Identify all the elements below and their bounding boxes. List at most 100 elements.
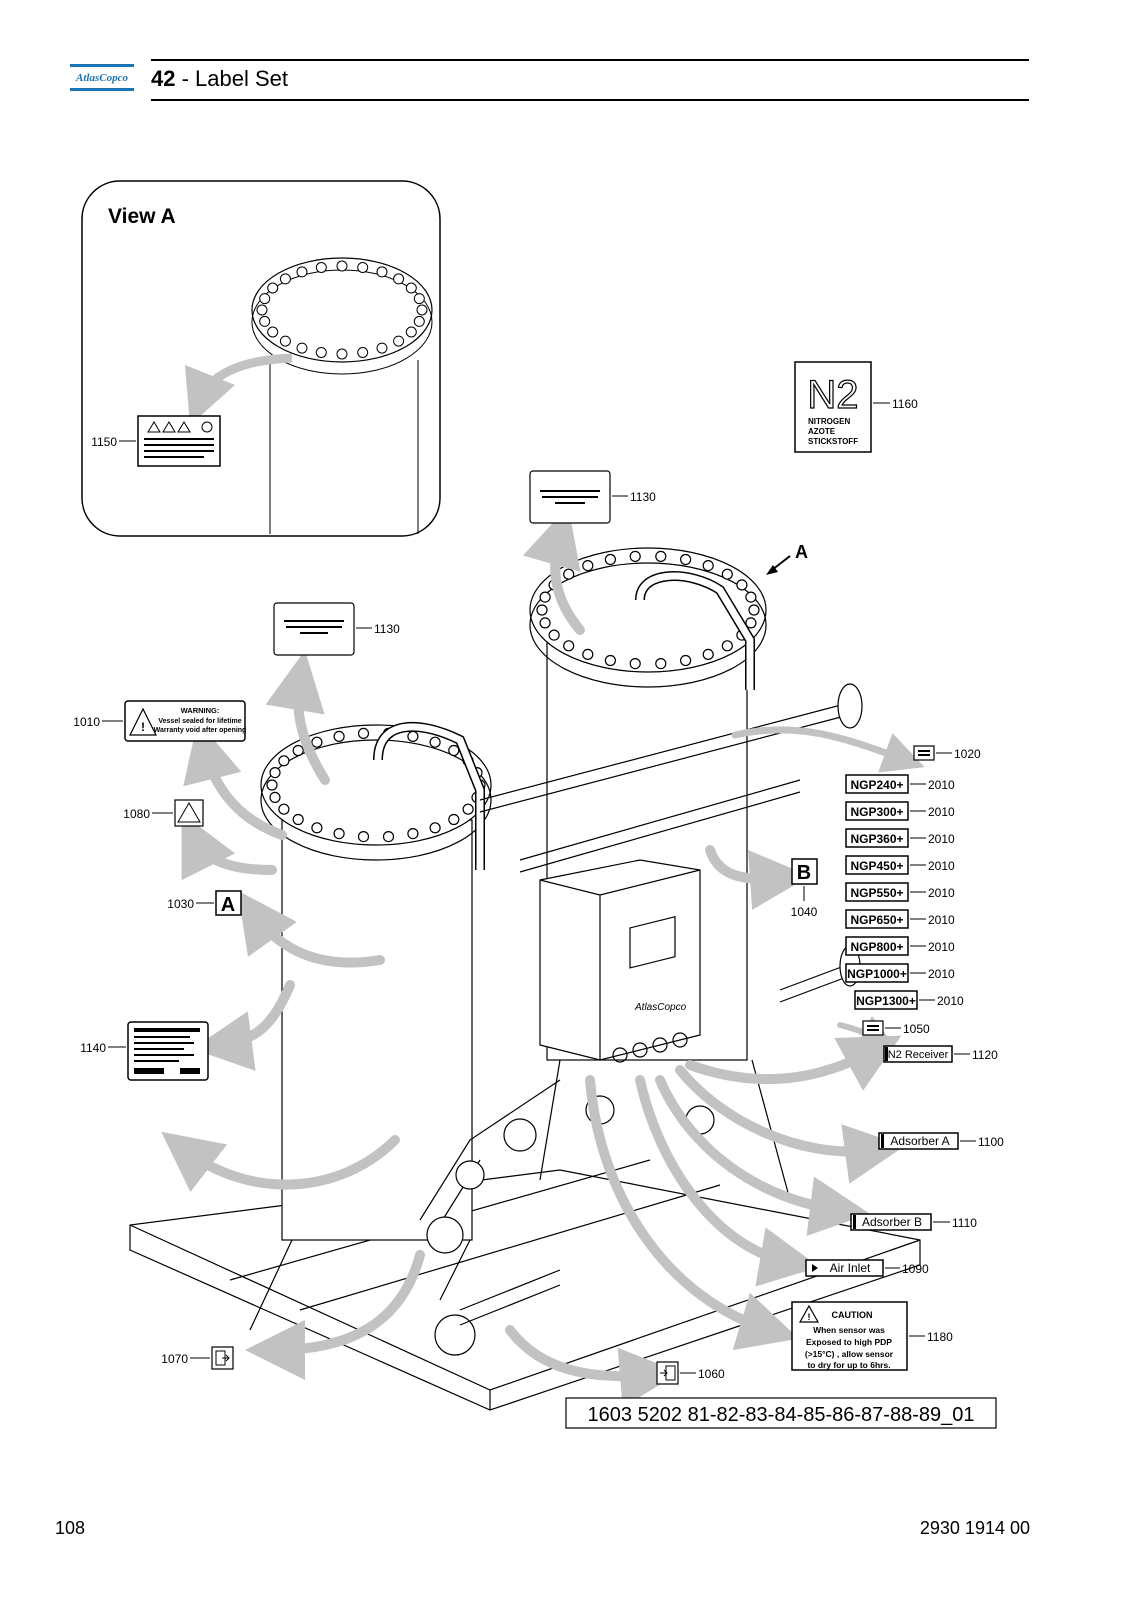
header-rule-bottom: [151, 99, 1029, 101]
callout-1090: 1090: [902, 1262, 929, 1276]
flange-bolt: [629, 657, 641, 670]
flange-bolt: [655, 550, 667, 563]
atlas-copco-logo: AtlasCopco: [70, 64, 134, 94]
model-label-box: [845, 828, 909, 848]
callout-2010: 2010: [928, 778, 955, 792]
flange-bolt: [259, 315, 271, 327]
flange-bolt: [376, 266, 388, 278]
model-label-text: NGP240+: [850, 778, 903, 792]
callout-2010: 2010: [928, 940, 955, 954]
air-inlet-text: Air Inlet: [830, 1261, 871, 1275]
flange-bolt: [736, 579, 748, 591]
flange-bolt: [679, 654, 692, 667]
callout-2010: 2010: [928, 859, 955, 873]
adsorber-b-text: Adsorber B: [862, 1215, 922, 1229]
flange-bolt: [333, 730, 345, 743]
label-1080-hazard: 1080: [123, 799, 204, 827]
page-number: 108: [55, 1518, 86, 1538]
model-label-box: [845, 801, 909, 821]
flange-bolt: [267, 326, 279, 338]
view-direction-arrow: A: [766, 542, 808, 575]
flange-bolt: [269, 791, 281, 804]
flange-bolt: [296, 342, 308, 354]
flange-bolt: [256, 304, 268, 316]
flange-bolt: [376, 342, 388, 354]
warning-title: WARNING:: [181, 706, 220, 715]
view-arrow-label: A: [795, 542, 808, 562]
callout-1050: 1050: [903, 1022, 930, 1036]
logo-band-bottom: [70, 88, 134, 91]
adsorber-a-text: Adsorber A: [890, 1134, 949, 1148]
flange-bolt: [382, 830, 395, 843]
flange-bolt: [278, 755, 290, 767]
flange-bolt: [336, 348, 348, 360]
flange-bolt: [702, 559, 714, 572]
flange-bolt: [405, 326, 417, 338]
flange-bolt: [357, 347, 369, 358]
flange-bolt: [405, 282, 417, 294]
label-1110-adsorber-b: Adsorber B 1110: [850, 1213, 977, 1231]
model-label-box: [845, 963, 909, 983]
model-label-text: NGP300+: [850, 805, 903, 819]
flange-bolt: [745, 591, 757, 603]
logo-band-top: [70, 64, 134, 67]
page-title: 42 - Label Set: [151, 66, 288, 92]
flange-bolt: [278, 803, 290, 815]
flange-bolt: [267, 282, 279, 294]
flange-bolt: [296, 266, 308, 278]
callout-1080: 1080: [123, 807, 150, 821]
flange-bolt: [721, 568, 733, 580]
svg-text:!: !: [808, 1312, 811, 1322]
flange-bolt: [311, 736, 323, 748]
caution-line-2: Exposed to high PDP: [806, 1337, 892, 1347]
section-number: 42: [151, 66, 176, 91]
flange-bolt: [413, 315, 425, 327]
title-separator: -: [175, 66, 196, 91]
label-1020: 1020: [913, 745, 981, 761]
header-rule-top: [151, 59, 1029, 61]
flange-bolt: [315, 347, 327, 358]
flange-bolt: [629, 550, 641, 563]
callout-1040: 1040: [791, 905, 818, 919]
model-labels: NGP240+2010NGP300+2010NGP360+2010NGP450+…: [845, 774, 964, 1010]
flange-bolt: [563, 640, 575, 652]
flange-bolt: [292, 813, 304, 826]
leader-arrows: [161, 506, 925, 1408]
model-label-text: NGP360+: [850, 832, 903, 846]
flange-bolt: [448, 813, 460, 826]
flange-bolt: [269, 766, 281, 779]
callout-2010: 2010: [928, 805, 955, 819]
caution-line-1: When sensor was: [813, 1325, 885, 1335]
callout-1100: 1100: [978, 1135, 1004, 1149]
model-label-text: NGP450+: [850, 859, 903, 873]
flange-bolt: [536, 604, 548, 616]
model-label-box: [854, 990, 918, 1010]
label-1030-letter-a: A 1030: [167, 890, 242, 916]
label-1050: 1050: [862, 1020, 930, 1036]
callout-2010: 2010: [928, 913, 955, 927]
callout-1130-left: 1130: [374, 622, 400, 636]
label-1130-left: 1130: [273, 602, 400, 656]
cabinet-logo: AtlasCopco: [634, 1002, 687, 1013]
generator-assembly: AtlasCopco: [129, 547, 921, 1411]
callout-1140: 1140: [80, 1041, 106, 1055]
label-1140-data-plate: 1140: [80, 1021, 209, 1081]
part-number-box: 1603 5202 81-82-83-84-85-86-87-88-89_01: [565, 1397, 997, 1429]
flange-bolt: [582, 559, 594, 572]
label-1180-caution: ! CAUTION When sensor was Exposed to hig…: [791, 1301, 953, 1371]
flange-bolt: [393, 273, 405, 285]
letter-b: B: [797, 862, 811, 884]
n2-symbol: N2: [807, 373, 858, 417]
n2-line-3: STICKSTOFF: [808, 437, 858, 446]
label-1010-warning: ! WARNING: Vessel sealed for lifetime Wa…: [73, 700, 246, 742]
flange-bolt: [266, 779, 278, 791]
label-1150: [137, 415, 221, 467]
callout-2010: 2010: [937, 994, 964, 1008]
label-1120-n2-receiver: N2 Receiver 1120: [883, 1045, 998, 1063]
caution-line-3: (>15°C) , allow sensor: [805, 1349, 894, 1359]
model-label-text: NGP650+: [850, 913, 903, 927]
model-label-text: NGP550+: [850, 886, 903, 900]
label-1060-inlet: 1060: [656, 1361, 725, 1385]
flange-bolt: [357, 727, 370, 740]
